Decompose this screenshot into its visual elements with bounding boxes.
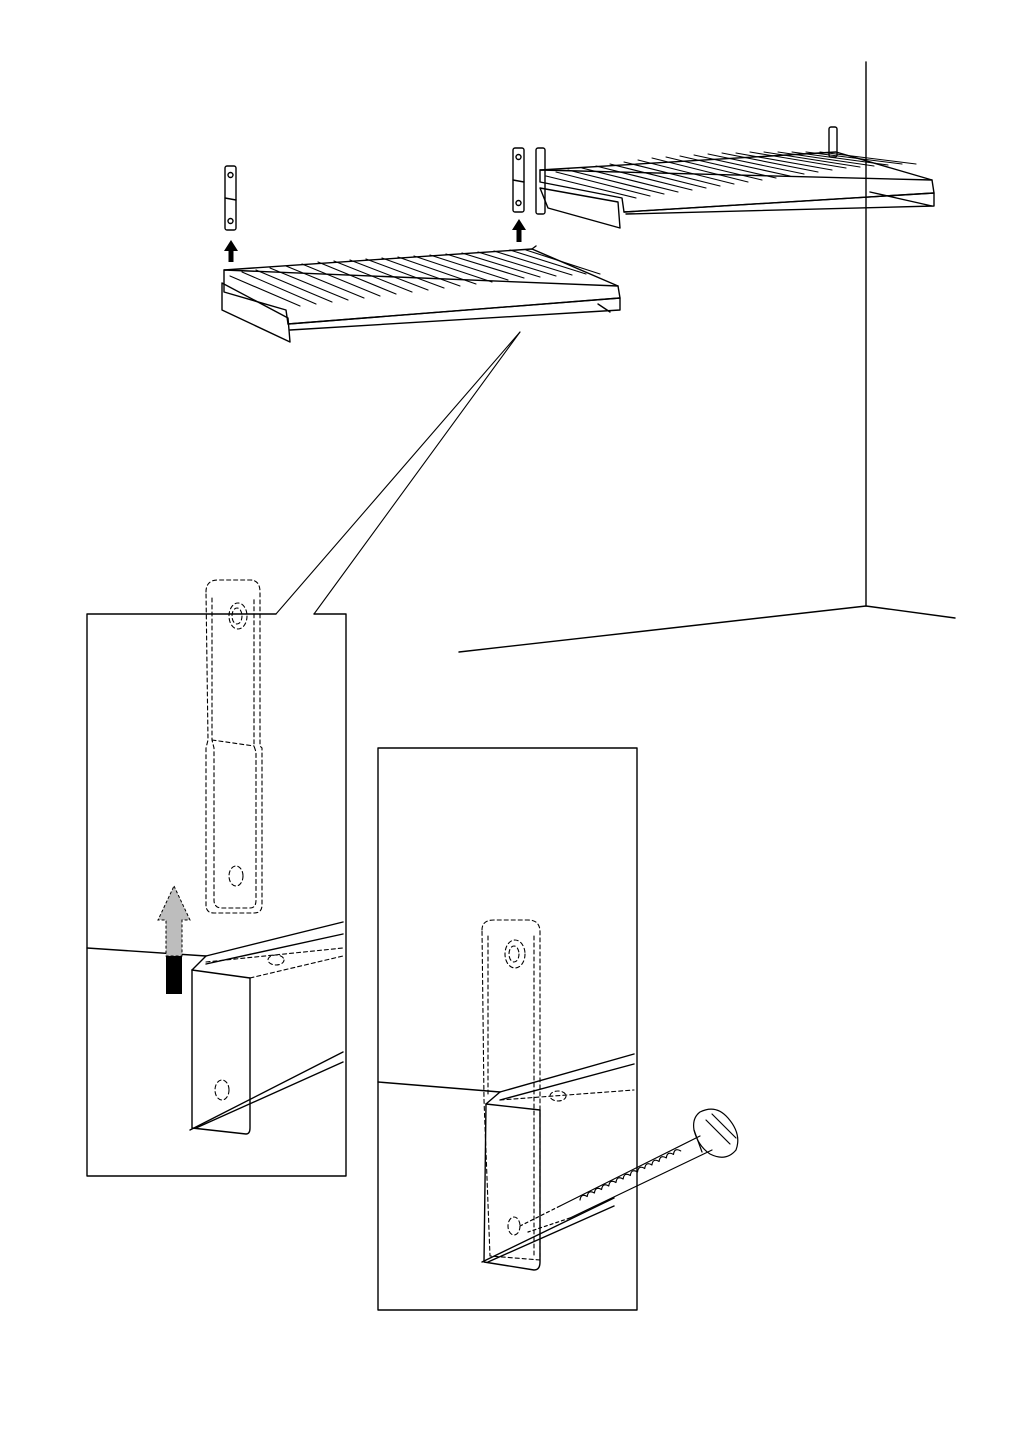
wall-bracket-left <box>224 165 237 231</box>
up-arrow-icon <box>224 240 238 262</box>
callout-leader <box>275 331 521 615</box>
room-corner <box>458 61 956 653</box>
screw-icon <box>519 1108 739 1233</box>
up-arrow-icons <box>224 219 526 262</box>
mounted-shelf <box>535 126 935 229</box>
shelf-being-mounted <box>221 245 621 343</box>
detail-box-screw <box>377 747 739 1311</box>
detail-box-bracket <box>86 579 347 1177</box>
push-up-arrow-icon <box>157 884 191 994</box>
up-arrow-icon <box>512 219 526 242</box>
wall-bracket-right <box>512 147 525 213</box>
